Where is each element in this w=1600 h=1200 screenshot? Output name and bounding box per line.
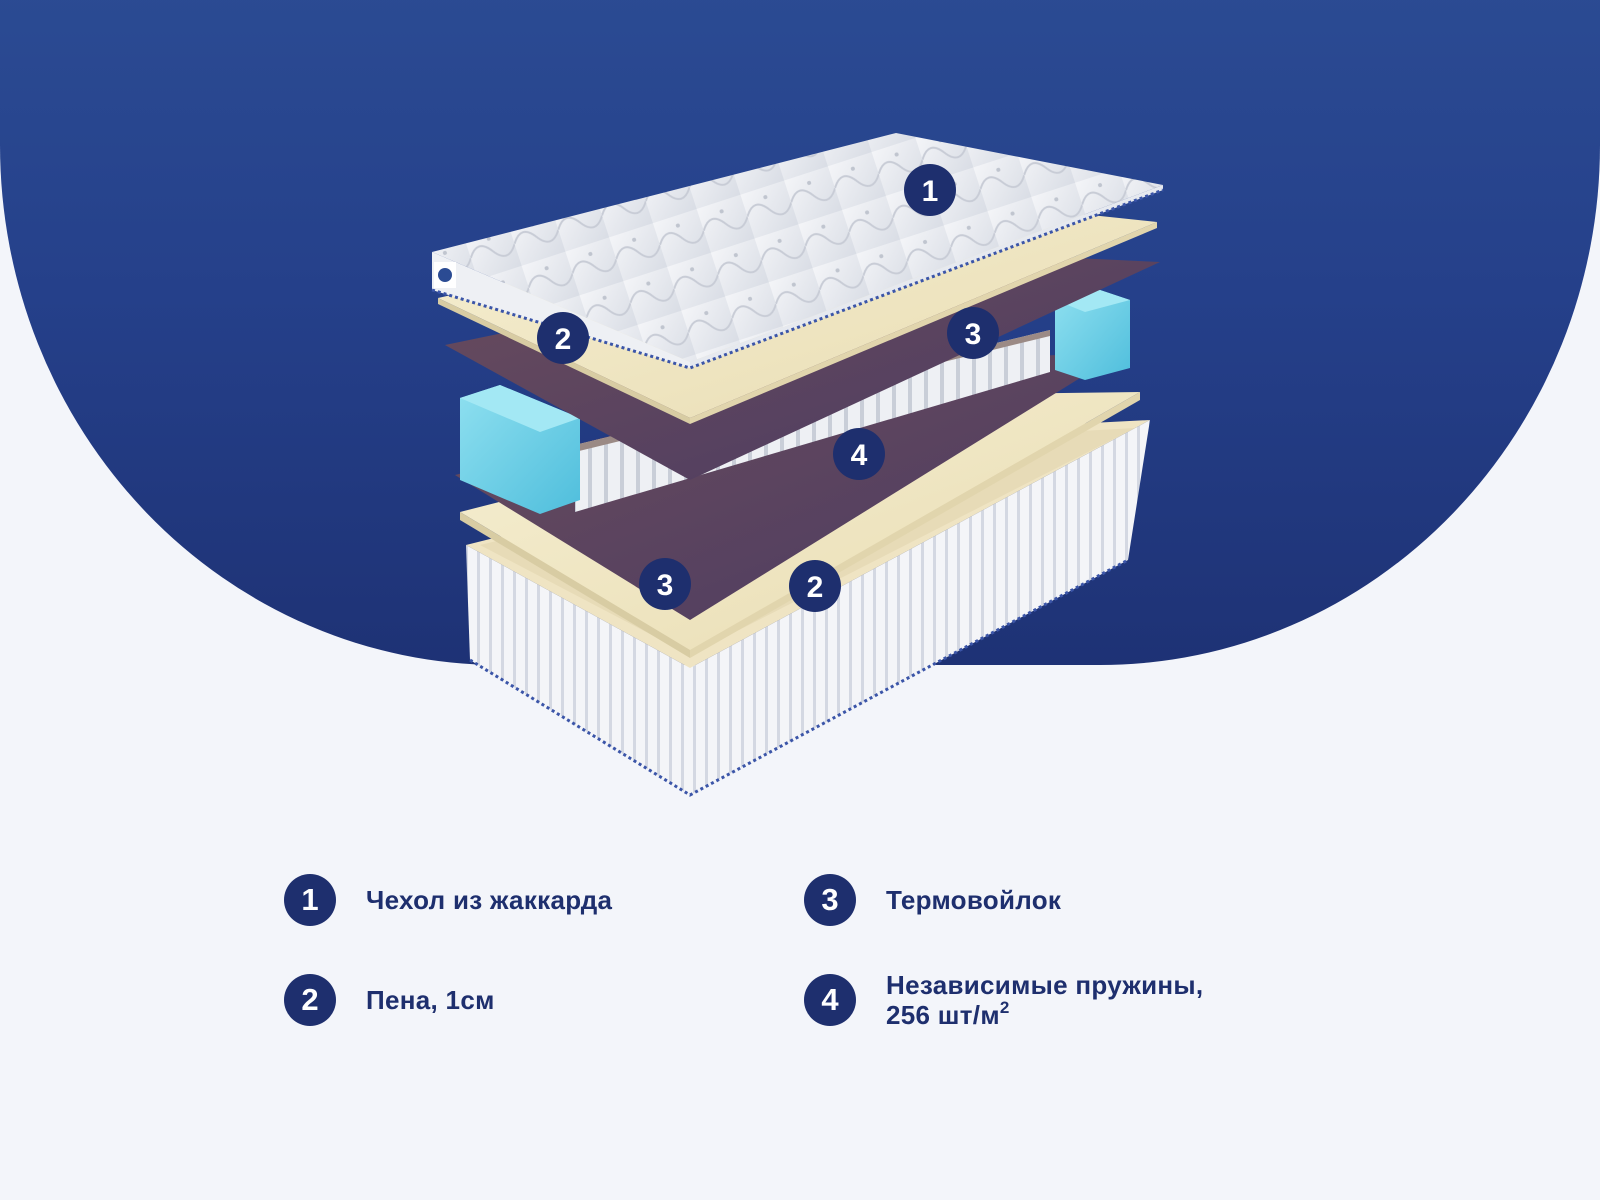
- legend-badge: 2: [284, 974, 336, 1026]
- svg-text:1: 1: [922, 175, 939, 208]
- svg-text:3: 3: [965, 318, 982, 351]
- legend-item-springs: 4 Независимые пружины, 256 шт/м2: [804, 970, 1324, 1030]
- legend-badge: 3: [804, 874, 856, 926]
- legend-item-felt: 3 Термовойлок: [804, 874, 1324, 926]
- legend-badge: 4: [804, 974, 856, 1026]
- legend-label-line2: 256 шт/м2: [886, 998, 1203, 1030]
- callout-1: 1: [904, 164, 956, 216]
- legend-label: Пена, 1см: [366, 985, 495, 1015]
- legend-label: Термовойлок: [886, 885, 1062, 915]
- callout-3-bottom: 3: [639, 558, 691, 610]
- legend-label: Независимые пружины, 256 шт/м2: [886, 970, 1203, 1030]
- callout-2-top: 2: [537, 312, 589, 364]
- mattress-illustration: 1 2 3 4 3 2: [431, 133, 1164, 797]
- legend-label-line1: Независимые пружины,: [886, 970, 1204, 1000]
- springs-density: 256 шт/м: [886, 1000, 1000, 1030]
- legend-label: Чехол из жаккарда: [366, 885, 613, 915]
- callout-2-bottom: 2: [789, 560, 841, 612]
- svg-text:2: 2: [807, 571, 824, 604]
- cover-layer: [431, 133, 1164, 370]
- legend-item-cover: 1 Чехол из жаккарда: [284, 874, 804, 926]
- legend-item-foam: 2 Пена, 1см: [284, 974, 804, 1026]
- legend-badge: 1: [284, 874, 336, 926]
- superscript: 2: [999, 998, 1010, 1017]
- svg-text:4: 4: [851, 439, 868, 472]
- callout-3-top: 3: [947, 307, 999, 359]
- felt-bottom-layer: [455, 352, 1122, 620]
- callout-4: 4: [833, 428, 885, 480]
- svg-text:3: 3: [657, 569, 674, 602]
- svg-text:2: 2: [555, 323, 572, 356]
- layer-legend: 1 Чехол из жаккарда 3 Термовойлок 2 Пена…: [284, 874, 1344, 1030]
